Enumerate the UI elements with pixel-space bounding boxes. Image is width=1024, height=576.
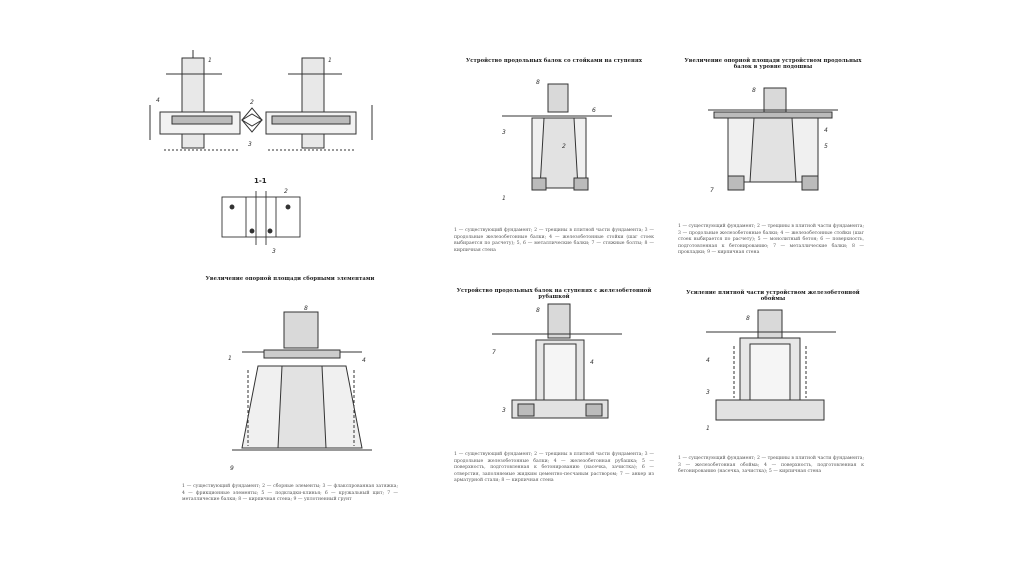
svg-text:7: 7 bbox=[710, 187, 714, 194]
svg-text:2: 2 bbox=[250, 99, 254, 106]
svg-text:4: 4 bbox=[156, 97, 160, 104]
middle-top-drawing: 8 6 3 2 1 bbox=[502, 79, 612, 202]
middle-top-title: Устройство продольных балок со стойками … bbox=[465, 58, 643, 64]
svg-text:8: 8 bbox=[746, 315, 750, 322]
svg-text:1: 1 bbox=[706, 425, 710, 432]
svg-text:8: 8 bbox=[536, 307, 540, 314]
svg-text:2: 2 bbox=[284, 188, 288, 195]
svg-text:3: 3 bbox=[248, 141, 252, 148]
plan-drawing: 1 1 2 3 4 bbox=[149, 50, 373, 151]
svg-text:9: 9 bbox=[230, 465, 234, 472]
middle-bottom-legend: 1 — существующий фундамент; 2 — трещины … bbox=[454, 452, 654, 484]
svg-text:6: 6 bbox=[592, 107, 596, 114]
svg-text:8: 8 bbox=[752, 87, 756, 94]
svg-text:3: 3 bbox=[706, 389, 710, 396]
svg-text:7: 7 bbox=[492, 349, 496, 356]
section-label: 1-1 bbox=[254, 177, 267, 185]
svg-text:4: 4 bbox=[362, 357, 366, 364]
svg-text:3: 3 bbox=[502, 407, 506, 414]
left-reinforcement-drawing: 8 1 4 9 bbox=[228, 305, 372, 472]
svg-text:1: 1 bbox=[502, 195, 506, 202]
svg-text:1: 1 bbox=[228, 355, 232, 362]
right-top-drawing: 8 4 5 7 bbox=[708, 87, 838, 194]
section-1-1-drawing: 1-1 2 3 bbox=[221, 177, 301, 255]
middle-bottom-title: Устройство продольных балок на ступенях … bbox=[456, 288, 652, 300]
svg-text:4: 4 bbox=[706, 357, 710, 364]
left-legend: 1 — существующий фундамент; 2 — сборные … bbox=[182, 484, 398, 503]
svg-text:3: 3 bbox=[272, 248, 276, 255]
svg-text:4: 4 bbox=[590, 359, 594, 366]
right-page: Увеличение опорной площади устройством п… bbox=[672, 0, 874, 576]
left-title: Увеличение опорной площади сборными элем… bbox=[205, 276, 375, 282]
middle-page: Устройство продольных балок со стойками … bbox=[436, 0, 672, 576]
right-bottom-drawing: 8 4 3 1 bbox=[706, 309, 836, 432]
svg-text:5: 5 bbox=[824, 143, 828, 150]
svg-text:2: 2 bbox=[562, 143, 566, 150]
svg-text:1: 1 bbox=[208, 57, 212, 64]
right-bottom-title: Усиление плитной части устройством желез… bbox=[686, 290, 860, 302]
left-page: 1 1 2 3 4 1-1 2 3 Увеличение опорной пло… bbox=[132, 0, 398, 576]
svg-text:4: 4 bbox=[824, 127, 828, 134]
right-bottom-legend: 1 — существующий фундамент; 2 — трещины … bbox=[678, 456, 864, 475]
svg-text:8: 8 bbox=[536, 79, 540, 86]
svg-text:3: 3 bbox=[502, 129, 506, 136]
middle-top-legend: 1 — существующий фундамент; 2 — трещины … bbox=[454, 228, 654, 253]
right-top-legend: 1 — существующий фундамент; 2 — трещины … bbox=[678, 224, 864, 256]
svg-text:1: 1 bbox=[328, 57, 332, 64]
svg-text:8: 8 bbox=[304, 305, 308, 312]
middle-bottom-drawing: 8 7 4 3 bbox=[492, 303, 622, 419]
right-top-title: Увеличение опорной площади устройством п… bbox=[684, 58, 862, 70]
